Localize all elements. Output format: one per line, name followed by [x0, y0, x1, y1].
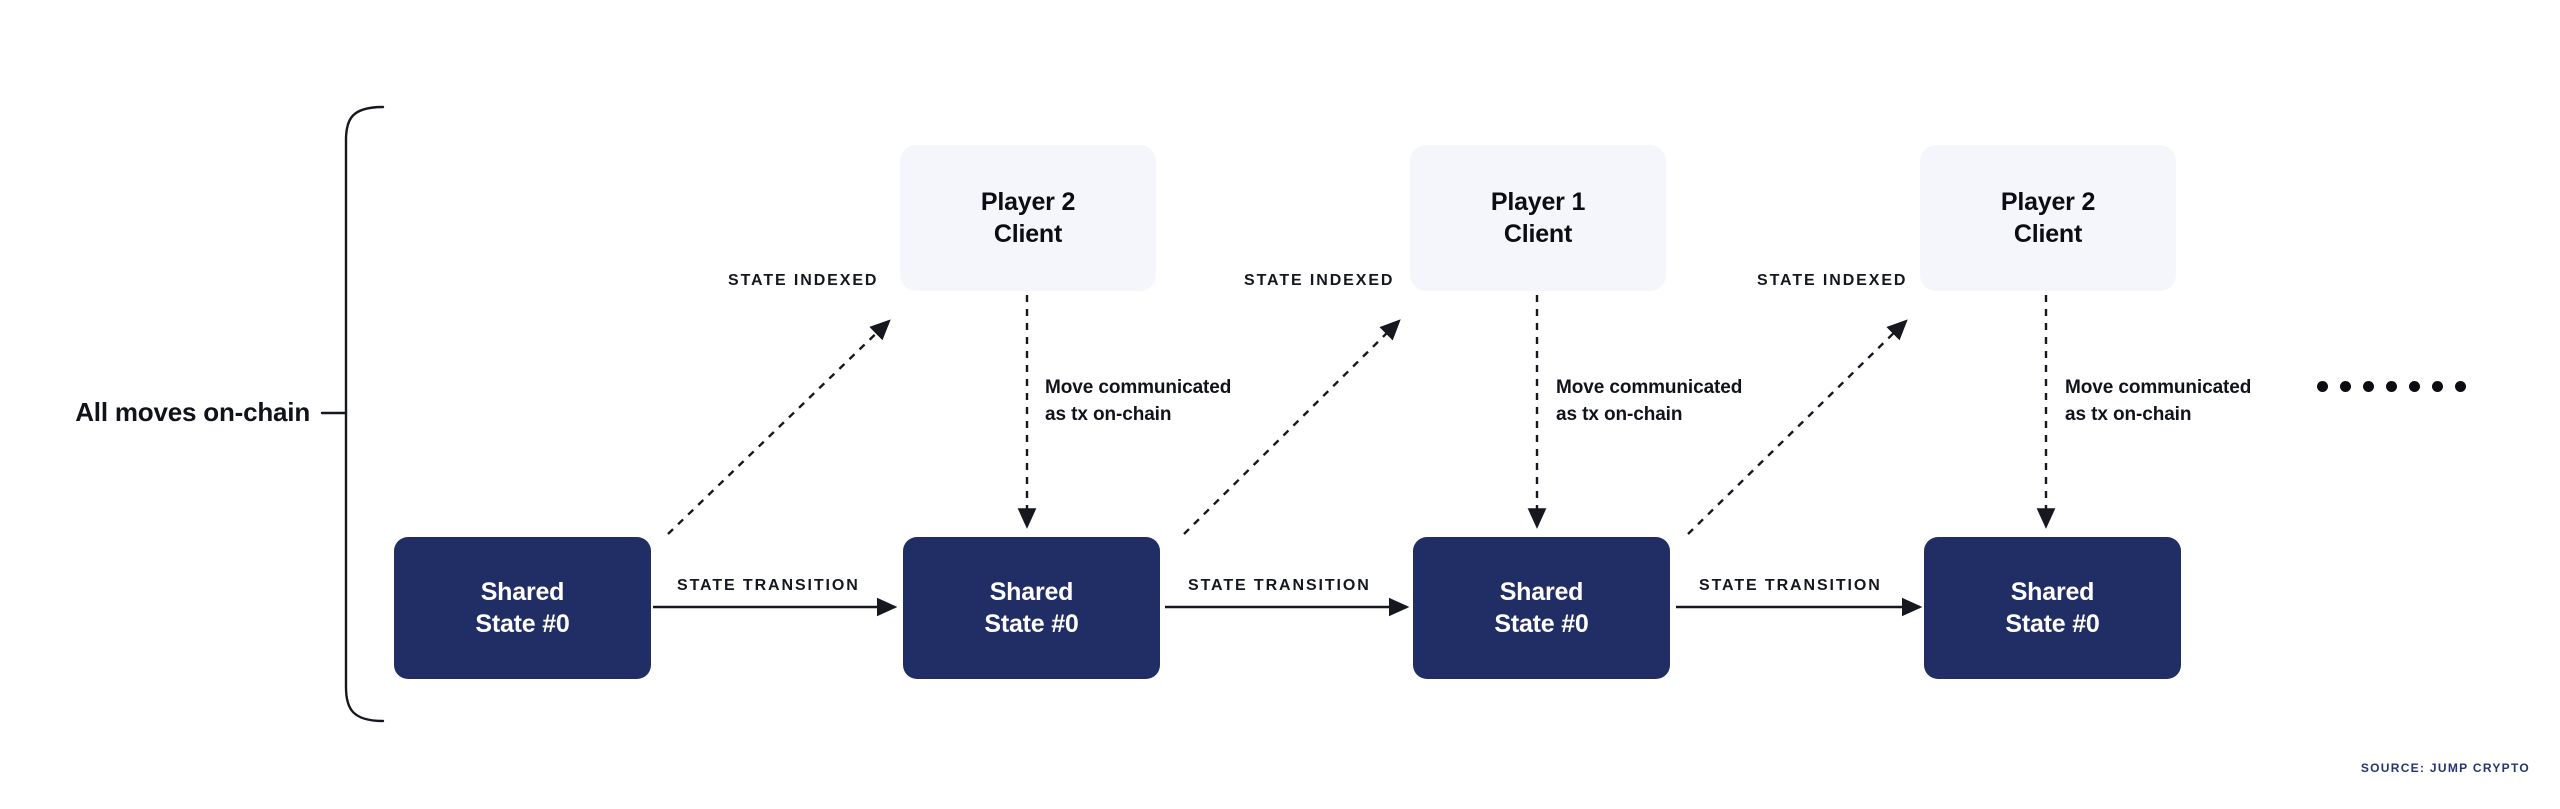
state-indexed-label-1: STATE INDEXED [728, 272, 879, 289]
ellipsis-dot [2386, 381, 2397, 392]
continuation-ellipsis [2317, 381, 2466, 392]
state-indexed-label-2: STATE INDEXED [1244, 272, 1395, 289]
state-transition-label-1: STATE TRANSITION [677, 577, 860, 594]
shared-state-box-4[interactable]: Shared State #0 [1924, 537, 2181, 679]
shared-state-box-4-label: Shared State #0 [2005, 578, 2100, 638]
bracket-label: All moves on-chain [75, 397, 310, 427]
client-box-3-label: Player 2 Client [2000, 188, 2096, 248]
move-communicated-label-2: Move communicated as tx on-chain [1556, 377, 1743, 425]
move-communicated-label-3: Move communicated as tx on-chain [2065, 377, 2252, 425]
ellipsis-dot [2409, 381, 2420, 392]
shared-state-box-2[interactable]: Shared State #0 [903, 537, 1160, 679]
shared-state-box-3[interactable]: Shared State #0 [1413, 537, 1670, 679]
state-indexed-label-3: STATE INDEXED [1757, 272, 1908, 289]
ellipsis-dot [2363, 381, 2374, 392]
ellipsis-dot [2455, 381, 2466, 392]
shared-state-box-1[interactable]: Shared State #0 [394, 537, 651, 679]
client-box-1[interactable]: Player 2 Client [900, 145, 1156, 291]
state-transition-label-3: STATE TRANSITION [1699, 577, 1882, 594]
source-credit: SOURCE: JUMP CRYPTO [2360, 761, 2530, 775]
move-communicated-label-1: Move communicated as tx on-chain [1045, 377, 1232, 425]
shared-state-box-2-label: Shared State #0 [984, 578, 1079, 638]
ellipsis-dot [2432, 381, 2443, 392]
state-transition-label-2: STATE TRANSITION [1188, 577, 1371, 594]
client-box-2-label: Player 1 Client [1490, 188, 1586, 248]
shared-state-box-1-label: Shared State #0 [475, 578, 570, 638]
client-box-2[interactable]: Player 1 Client [1410, 145, 1666, 291]
ellipsis-dot [2317, 381, 2328, 392]
scope-bracket [320, 105, 385, 723]
ellipsis-dot [2340, 381, 2351, 392]
shared-state-box-3-label: Shared State #0 [1494, 578, 1589, 638]
client-box-3[interactable]: Player 2 Client [1920, 145, 2176, 291]
client-box-1-label: Player 2 Client [980, 188, 1076, 248]
